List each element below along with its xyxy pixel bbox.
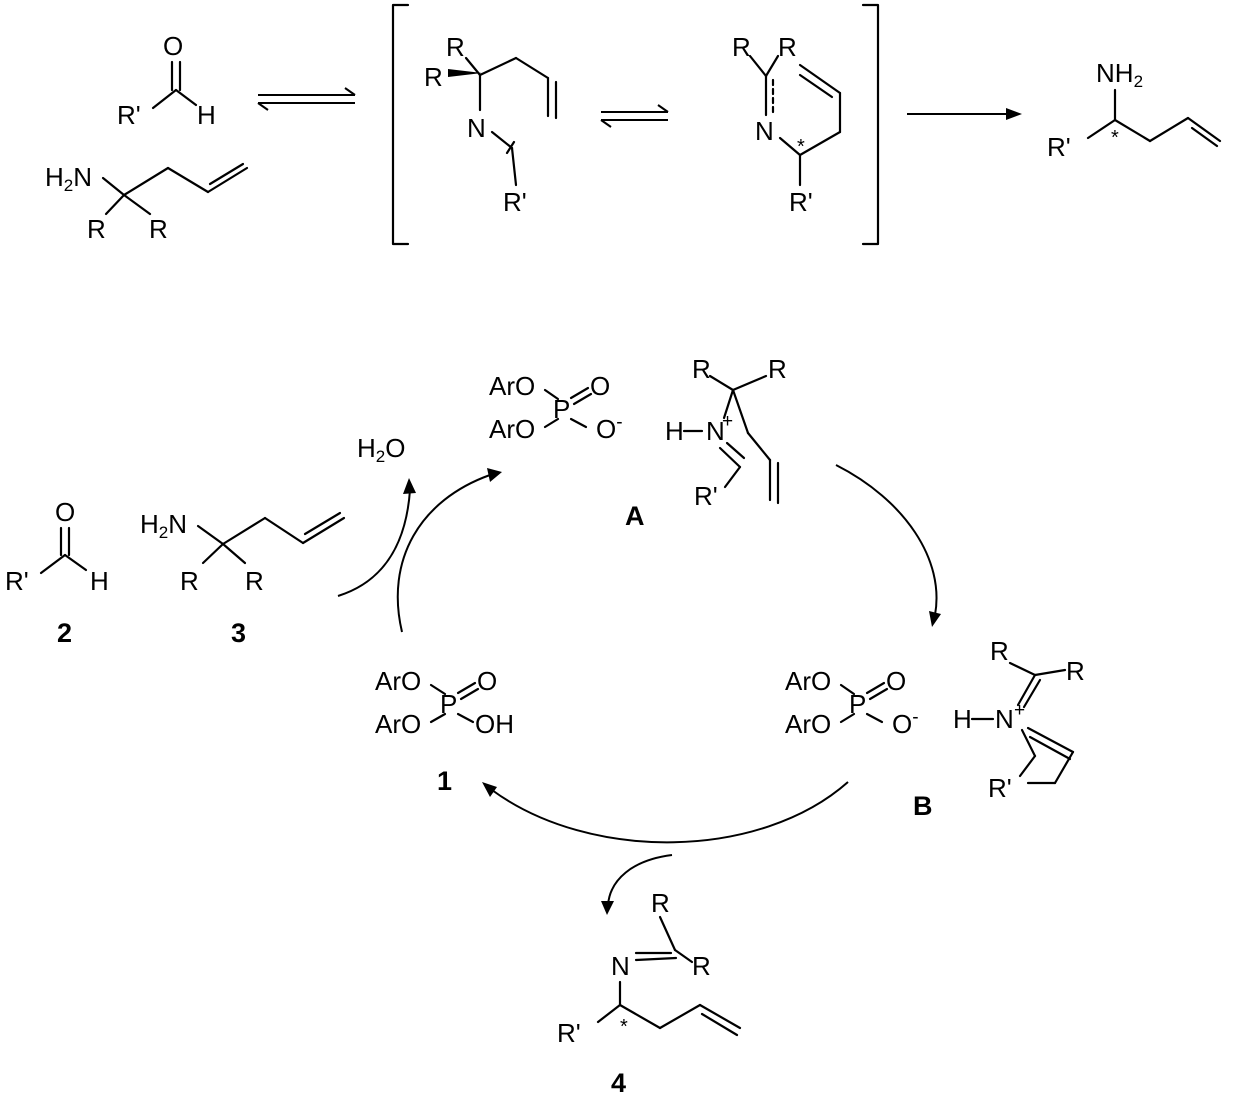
phosphate-anion-B: ArO ArO P O O- bbox=[785, 666, 919, 739]
iminium-A: R R H N + R' A bbox=[625, 354, 787, 531]
svg-text:R': R' bbox=[503, 187, 527, 217]
svg-text:P: P bbox=[440, 689, 457, 719]
svg-text:H2N: H2N bbox=[140, 509, 187, 542]
svg-text:R: R bbox=[180, 566, 199, 596]
svg-text:R: R bbox=[424, 62, 443, 92]
svg-text:N: N bbox=[611, 951, 630, 981]
svg-text:R: R bbox=[768, 354, 787, 384]
svg-text:*: * bbox=[620, 1016, 628, 1038]
svg-text:O: O bbox=[590, 371, 610, 401]
svg-text:ArO: ArO bbox=[785, 709, 831, 739]
svg-text:1: 1 bbox=[437, 766, 452, 796]
svg-text:R': R' bbox=[117, 100, 141, 130]
svg-text:O: O bbox=[886, 666, 906, 696]
svg-text:R: R bbox=[732, 32, 751, 62]
svg-text:B: B bbox=[913, 791, 933, 821]
svg-text:OH: OH bbox=[475, 709, 514, 739]
svg-text:H: H bbox=[665, 416, 684, 446]
svg-text:R: R bbox=[1066, 656, 1085, 686]
product-imine-4: R R N R' * 4 bbox=[557, 888, 742, 1097]
iminium-B: R R H N + R' B bbox=[913, 636, 1085, 821]
svg-text:O-: O- bbox=[892, 707, 919, 739]
svg-text:ArO: ArO bbox=[785, 666, 831, 696]
svg-text:+: + bbox=[722, 411, 733, 432]
svg-text:ArO: ArO bbox=[375, 709, 421, 739]
svg-text:N: N bbox=[467, 113, 486, 143]
svg-text:O: O bbox=[477, 666, 497, 696]
aldehyde-2: O R' H 2 bbox=[5, 497, 109, 648]
svg-text:H: H bbox=[197, 100, 216, 130]
svg-text:H2N: H2N bbox=[45, 162, 92, 195]
equilibrium-arrow-1 bbox=[257, 87, 356, 111]
svg-text:R': R' bbox=[1047, 132, 1071, 162]
svg-text:3: 3 bbox=[231, 618, 246, 648]
svg-text:R: R bbox=[778, 32, 797, 62]
svg-text:R: R bbox=[990, 636, 1009, 666]
svg-text:R: R bbox=[651, 888, 670, 918]
amine-3: H2N R R 3 bbox=[140, 509, 346, 648]
equilibrium-arrow-2 bbox=[600, 104, 669, 128]
svg-text:*: * bbox=[797, 136, 805, 158]
svg-text:NH2: NH2 bbox=[1096, 58, 1143, 91]
ketimine-intermediate: R R N R' bbox=[424, 32, 558, 217]
svg-text:R': R' bbox=[988, 773, 1012, 803]
svg-text:R': R' bbox=[789, 187, 813, 217]
svg-text:R': R' bbox=[557, 1018, 581, 1048]
svg-text:H: H bbox=[90, 566, 109, 596]
svg-text:O-: O- bbox=[596, 412, 623, 444]
bracket-right bbox=[861, 3, 880, 246]
svg-text:4: 4 bbox=[611, 1068, 626, 1097]
svg-text:+: + bbox=[1014, 700, 1025, 721]
svg-text:N: N bbox=[706, 416, 725, 446]
svg-text:P: P bbox=[849, 689, 866, 719]
svg-text:P: P bbox=[553, 394, 570, 424]
phosphate-anion-A: ArO ArO P O O- bbox=[489, 371, 623, 444]
svg-text:R: R bbox=[245, 566, 264, 596]
svg-text:ArO: ArO bbox=[489, 371, 535, 401]
svg-text:N: N bbox=[755, 116, 774, 146]
water-byproduct: H2O bbox=[357, 433, 405, 466]
svg-text:O: O bbox=[55, 497, 75, 527]
cycle-arrows bbox=[337, 464, 941, 915]
bracket-left bbox=[391, 3, 410, 246]
svg-text:H2O: H2O bbox=[357, 433, 405, 466]
svg-text:2: 2 bbox=[57, 618, 72, 648]
svg-text:R': R' bbox=[694, 481, 718, 511]
top-product-amine: NH2 R' * bbox=[1047, 58, 1222, 162]
svg-text:R: R bbox=[149, 214, 168, 244]
aza-cope-transition-state: R R N R' * bbox=[732, 32, 842, 217]
svg-text:R: R bbox=[692, 951, 711, 981]
svg-text:ArO: ArO bbox=[375, 666, 421, 696]
top-homoallylamine: H2N R R bbox=[45, 162, 249, 244]
svg-text:*: * bbox=[1111, 127, 1119, 149]
svg-text:R: R bbox=[692, 354, 711, 384]
svg-text:N: N bbox=[995, 704, 1014, 734]
svg-text:ArO: ArO bbox=[489, 414, 535, 444]
svg-text:R': R' bbox=[5, 566, 29, 596]
reaction-arrow-top bbox=[907, 108, 1022, 120]
svg-text:A: A bbox=[625, 501, 645, 531]
svg-text:R: R bbox=[446, 32, 465, 62]
svg-text:O: O bbox=[163, 31, 183, 61]
phosphoric-acid-1: ArO ArO P O OH 1 bbox=[375, 666, 514, 796]
top-aldehyde: O R' H bbox=[117, 31, 216, 130]
svg-text:H: H bbox=[953, 704, 972, 734]
svg-text:R: R bbox=[87, 214, 106, 244]
